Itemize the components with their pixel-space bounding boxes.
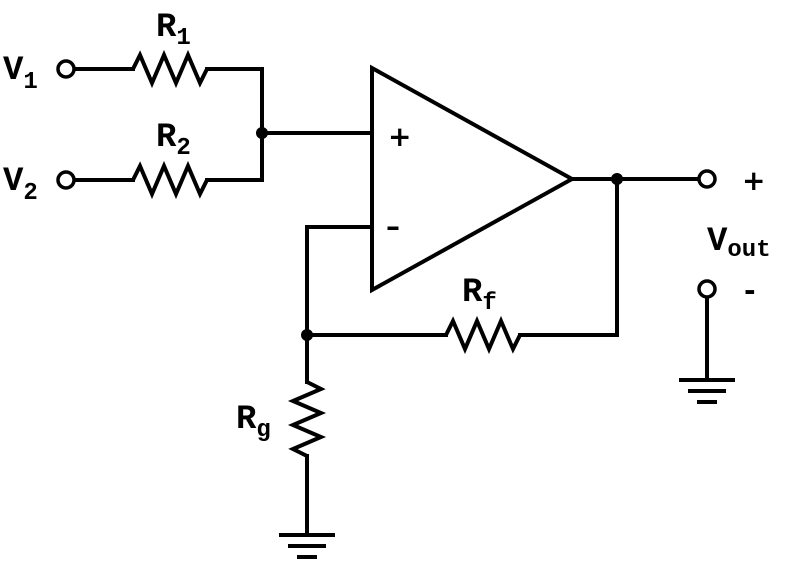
label-v1: V1 <box>3 52 38 96</box>
feedback-wire <box>518 177 619 337</box>
vout-plus-sign: + <box>742 164 765 197</box>
ground-symbol-output <box>679 378 735 404</box>
terminal-vout-minus <box>697 279 717 299</box>
vout-minus-sign: - <box>744 274 756 307</box>
resistor-r2 <box>131 160 209 200</box>
input-v1-branch <box>72 49 264 182</box>
label-rg: Rg <box>236 401 271 444</box>
inverting-input-wire <box>305 225 374 384</box>
terminal-vout-plus <box>697 169 717 189</box>
opamp-plus-sign: + <box>388 120 411 153</box>
feedback-junction-dot <box>301 329 313 341</box>
resistor-rg <box>287 380 327 458</box>
ground-symbol-rg <box>279 533 335 559</box>
terminal-v2 <box>56 170 76 190</box>
terminal-v1 <box>56 59 76 79</box>
label-vout: Vout <box>707 223 771 264</box>
input-v2-branch <box>72 160 209 200</box>
resistor-r1 <box>131 49 209 89</box>
opamp-triangle <box>370 64 577 294</box>
resistor-rf <box>444 315 522 355</box>
opamp-minus-sign: – <box>386 210 400 243</box>
label-rf: Rf <box>462 274 497 317</box>
input-junction-dot <box>256 127 268 139</box>
label-r1: R1 <box>156 9 191 52</box>
label-v2: V2 <box>3 163 38 207</box>
label-r2: R2 <box>156 119 191 162</box>
